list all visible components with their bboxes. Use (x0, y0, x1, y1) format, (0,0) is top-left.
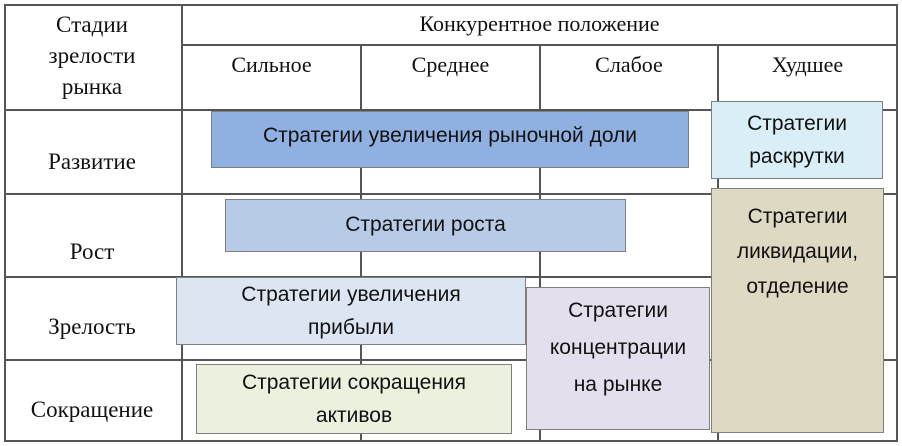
column-header-weak: Слабое (595, 52, 663, 77)
strategy-label: Стратегии (568, 299, 668, 322)
strategy-label: прибыли (308, 316, 394, 339)
strategy-label: ликвидации, (736, 240, 859, 263)
column-header-strong: Сильное (231, 52, 312, 77)
grid-hline-4 (4, 359, 898, 361)
strategy-label: отделение (746, 275, 849, 298)
row-label-decline: Сокращение (30, 397, 154, 422)
strategy-box-promotion: Стратегии раскрутки (711, 101, 883, 179)
corner-header-line: зрелости (48, 43, 136, 68)
grid-border-right (896, 4, 898, 442)
strategy-label: Стратегии увеличения рыночной доли (262, 123, 638, 147)
strategy-label: Стратегии (747, 205, 848, 228)
grid-vline-label (181, 4, 183, 442)
column-header-worst: Худшее (771, 52, 844, 77)
grid-border-top (4, 4, 898, 6)
corner-header-line: Стадии (56, 12, 128, 37)
row-label-development: Развитие (48, 149, 136, 174)
strategy-label: Стратегии роста (345, 213, 506, 236)
strategy-box-liquidation: Стратегии ликвидации, отделение (711, 188, 884, 433)
strategy-label: концентрации (549, 336, 687, 359)
strategy-label: активов (315, 404, 393, 427)
corner-header-line: рынка (61, 74, 123, 99)
column-header-medium: Среднее (411, 52, 490, 77)
grid-hline-2 (4, 193, 898, 195)
grid-border-left (4, 4, 6, 442)
strategy-box-asset-reduction: Стратегии сокращения активов (196, 364, 512, 434)
group-header: Конкурентное положение (419, 11, 660, 36)
grid-hline-header (181, 44, 898, 46)
strategy-box-profit-growth: Стратегии увеличения прибыли (176, 277, 526, 345)
strategy-box-share-growth: Стратегии увеличения рыночной доли (211, 111, 689, 168)
grid-border-bottom (4, 440, 898, 442)
strategy-label: на рынке (573, 373, 663, 396)
strategy-label: Стратегии сокращения (241, 371, 467, 394)
row-label-maturity: Зрелость (48, 314, 136, 339)
strategy-box-growth: Стратегии роста (225, 199, 626, 252)
strategy-box-concentration: Стратегии концентрации на рынке (526, 287, 710, 430)
strategy-label: Стратегии (747, 112, 847, 135)
strategy-label: Стратегии увеличения (241, 283, 461, 306)
row-label-growth: Рост (69, 239, 115, 264)
strategy-label: раскрутки (749, 145, 845, 168)
corner-header: Стадии зрелости рынка (5, 9, 179, 102)
grid-hline-1 (4, 109, 898, 111)
